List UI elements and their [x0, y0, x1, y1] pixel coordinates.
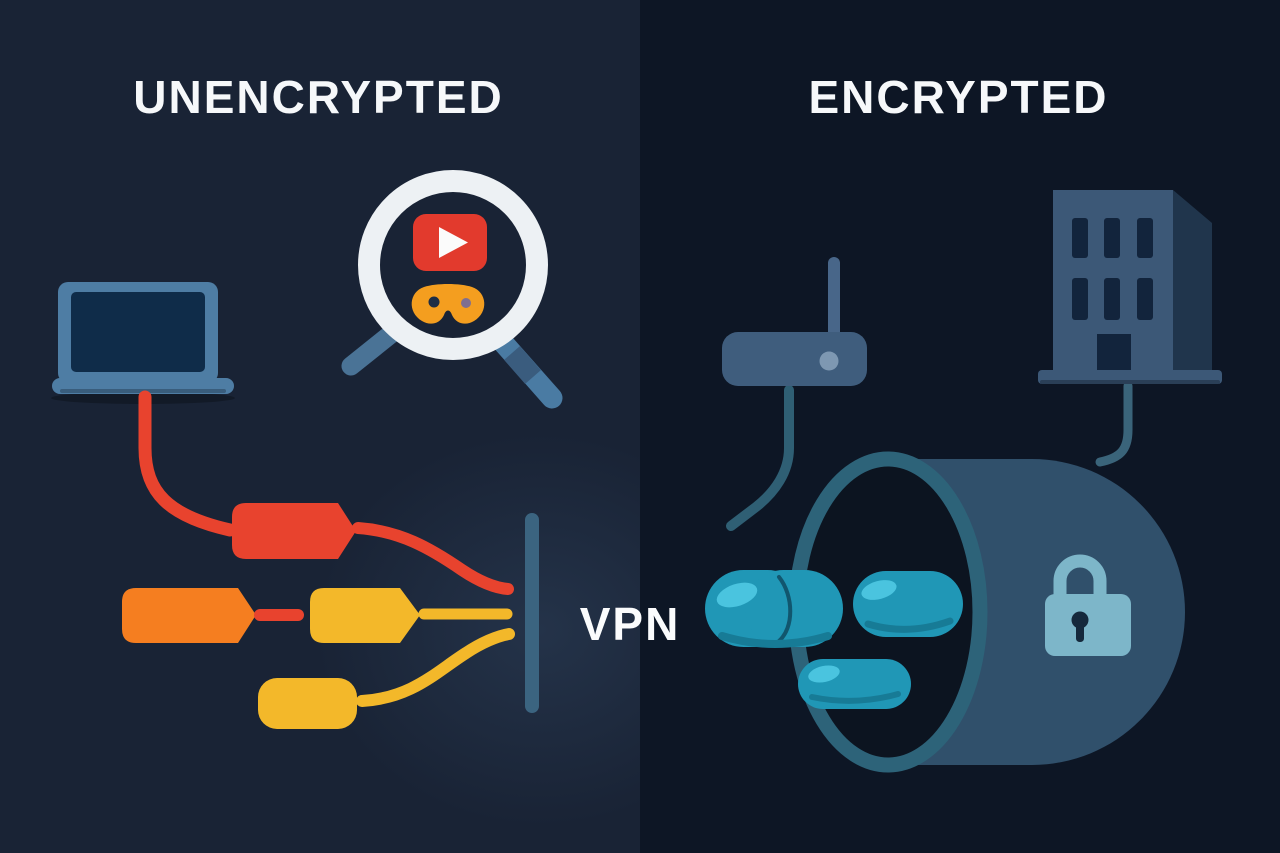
title-encrypted: ENCRYPTED — [808, 71, 1109, 123]
title-unencrypted: UNENCRYPTED — [133, 71, 504, 123]
router-cable — [726, 385, 794, 531]
magnifier-ring — [358, 170, 548, 360]
yellow-data-packet-2 — [258, 678, 357, 729]
router-body — [722, 332, 867, 386]
red-data-packet — [232, 503, 356, 559]
encrypted-capsule-right — [853, 571, 963, 637]
building-side — [1173, 190, 1212, 376]
cable-red-wave — [352, 522, 514, 595]
cable-yellow-curve — [356, 628, 515, 707]
encrypted-capsules — [705, 570, 963, 709]
encrypted-capsule-left — [705, 570, 843, 648]
magnifier-handle-grip — [504, 346, 541, 384]
building-windows — [1072, 218, 1153, 320]
router-led — [819, 351, 839, 371]
magnifying-glass-icon — [341, 170, 563, 409]
office-building-icon — [1038, 190, 1222, 384]
vpn-label: VPN — [579, 598, 681, 650]
building-door — [1097, 334, 1131, 377]
cable-red-laptop — [138, 390, 237, 537]
laptop-base — [52, 378, 234, 394]
orange-data-packet — [122, 588, 256, 643]
laptop-screen — [71, 292, 205, 372]
youtube-play-icon — [413, 214, 487, 271]
router-antenna — [828, 257, 840, 339]
vpn-wall — [525, 513, 539, 713]
encrypted-capsule-bottom — [798, 659, 911, 709]
magnifier-handle-left — [341, 320, 406, 376]
padlock-icon — [1045, 554, 1131, 656]
building-base — [1038, 370, 1222, 384]
laptop-icon — [51, 282, 235, 404]
game-controller-icon — [411, 284, 485, 324]
wifi-router-icon — [722, 257, 867, 386]
building-cable — [1095, 381, 1133, 467]
yellow-data-packet — [310, 588, 420, 643]
